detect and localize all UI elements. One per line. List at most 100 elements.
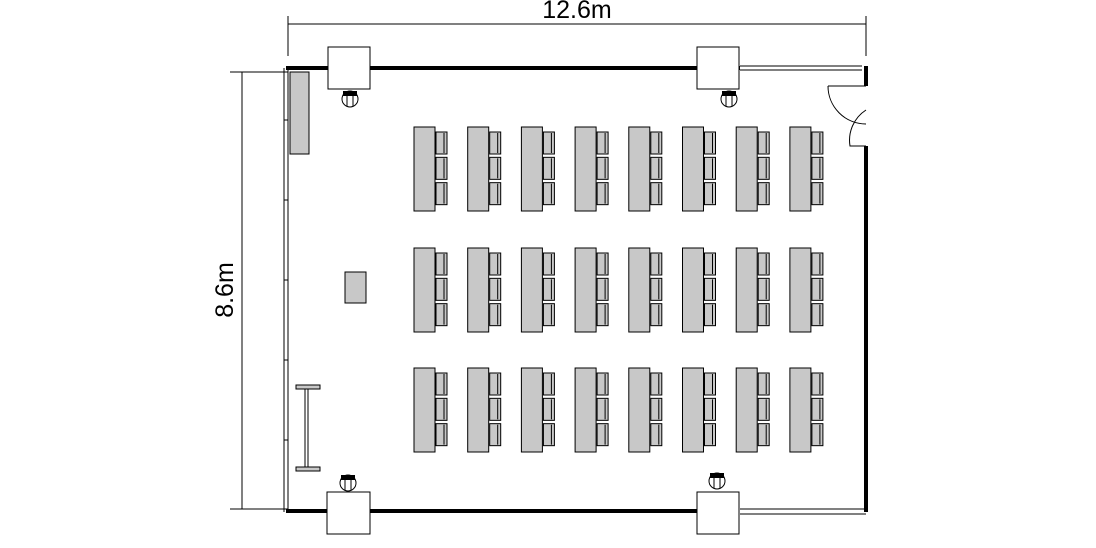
desk bbox=[520, 367, 543, 453]
desk-unit bbox=[413, 367, 448, 453]
desk-unit bbox=[682, 126, 716, 212]
chair bbox=[435, 131, 448, 155]
chair bbox=[596, 372, 609, 396]
chair bbox=[757, 182, 770, 206]
chair bbox=[704, 372, 716, 396]
desk bbox=[413, 247, 436, 333]
speaker-icon bbox=[341, 90, 359, 108]
chair bbox=[704, 397, 716, 421]
chair bbox=[435, 423, 448, 447]
column-top-left bbox=[327, 46, 371, 90]
chair bbox=[489, 423, 502, 447]
desk-unit bbox=[628, 247, 663, 333]
chair bbox=[542, 397, 555, 421]
chair bbox=[489, 277, 502, 301]
chair bbox=[650, 277, 663, 301]
speaker-icon bbox=[339, 474, 357, 492]
desk-unit bbox=[735, 367, 770, 453]
desk bbox=[628, 367, 651, 453]
chair bbox=[650, 372, 663, 396]
desk bbox=[789, 126, 812, 212]
speaker-icon bbox=[720, 90, 738, 108]
chair bbox=[596, 252, 609, 276]
chair bbox=[704, 252, 716, 276]
desk-unit bbox=[574, 126, 609, 212]
chair bbox=[489, 182, 502, 206]
chair bbox=[650, 252, 663, 276]
desk bbox=[735, 126, 758, 212]
desk bbox=[574, 247, 597, 333]
chair bbox=[757, 131, 770, 155]
chair bbox=[704, 156, 716, 180]
desk bbox=[467, 367, 490, 453]
chair bbox=[650, 397, 663, 421]
desk-unit bbox=[789, 367, 824, 453]
height-label: 8.6m bbox=[211, 262, 239, 318]
chair bbox=[811, 303, 824, 327]
desk bbox=[682, 126, 704, 212]
desk-unit bbox=[789, 247, 824, 333]
chair bbox=[489, 303, 502, 327]
chair bbox=[596, 277, 609, 301]
desk-unit bbox=[413, 126, 448, 212]
desk-unit bbox=[682, 247, 716, 333]
chair bbox=[811, 252, 824, 276]
desk bbox=[467, 126, 490, 212]
chair bbox=[704, 303, 716, 327]
desk-unit bbox=[789, 126, 824, 212]
chair bbox=[435, 303, 448, 327]
desk bbox=[735, 247, 758, 333]
chair bbox=[542, 372, 555, 396]
desk-unit bbox=[467, 247, 502, 333]
chair bbox=[811, 131, 824, 155]
desk-unit bbox=[467, 126, 502, 212]
desk-unit bbox=[628, 367, 663, 453]
desk bbox=[789, 247, 812, 333]
chair bbox=[704, 423, 716, 447]
chair bbox=[811, 397, 824, 421]
chair bbox=[811, 182, 824, 206]
desk-unit bbox=[628, 126, 663, 212]
chair bbox=[757, 397, 770, 421]
desk bbox=[520, 126, 543, 212]
desk bbox=[628, 126, 651, 212]
chair bbox=[757, 423, 770, 447]
chair bbox=[650, 303, 663, 327]
desk bbox=[682, 247, 704, 333]
chair bbox=[650, 131, 663, 155]
chair bbox=[596, 182, 609, 206]
height-dimension: 8.6m bbox=[211, 71, 288, 510]
chair bbox=[650, 182, 663, 206]
lectern bbox=[344, 271, 367, 304]
desk-unit bbox=[520, 367, 555, 453]
width-label: 12.6m bbox=[542, 0, 611, 24]
chair bbox=[704, 182, 716, 206]
desk bbox=[574, 126, 597, 212]
chair bbox=[542, 131, 555, 155]
speaker-icons bbox=[339, 90, 738, 492]
width-dimension: 12.6m bbox=[287, 0, 867, 56]
desk bbox=[682, 367, 704, 453]
whiteboard-stand bbox=[295, 384, 321, 472]
chair bbox=[757, 156, 770, 180]
desk-unit bbox=[735, 247, 770, 333]
chair bbox=[542, 182, 555, 206]
desk-unit bbox=[467, 367, 502, 453]
desk bbox=[574, 367, 597, 453]
chair bbox=[435, 397, 448, 421]
chair bbox=[435, 182, 448, 206]
chair bbox=[596, 131, 609, 155]
chair bbox=[811, 372, 824, 396]
chair bbox=[811, 423, 824, 447]
chair bbox=[489, 156, 502, 180]
desk bbox=[735, 367, 758, 453]
column-top-right bbox=[696, 46, 740, 90]
chair bbox=[811, 156, 824, 180]
column-bottom-right bbox=[696, 491, 740, 535]
chair bbox=[542, 252, 555, 276]
cabinet bbox=[289, 71, 310, 155]
desk bbox=[467, 247, 490, 333]
chair bbox=[596, 423, 609, 447]
chair bbox=[596, 303, 609, 327]
